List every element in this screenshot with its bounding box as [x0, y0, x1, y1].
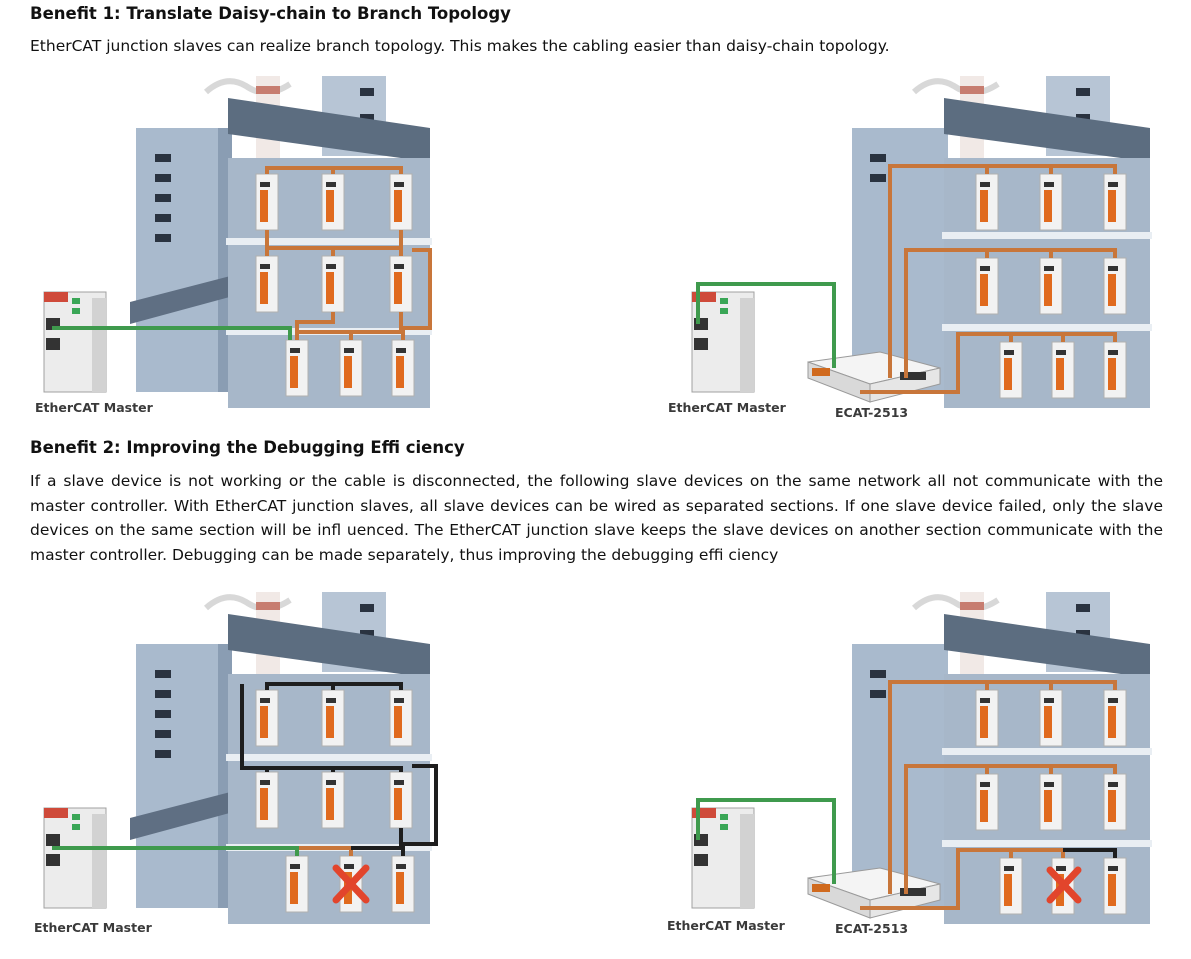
cable-black-left-2 — [240, 682, 438, 856]
cable-green-right — [696, 282, 836, 368]
diagram-2-svg — [43, 592, 1152, 924]
ecat-2513-label-1: ECAT-2513 — [835, 405, 909, 420]
cable-orange-left — [265, 166, 432, 340]
ethercat-master-label-left-2: EtherCAT Master — [34, 920, 152, 935]
ethercat-master-device-left-2 — [43, 807, 107, 909]
slave-device-group-left — [255, 173, 415, 397]
slave-device-group-left-2 — [255, 689, 415, 913]
benefit-1-title: Benefit 1: Translate Daisy-chain to Bran… — [30, 4, 511, 23]
cable-orange-right-2 — [860, 680, 1117, 910]
failure-x-icon-right — [1046, 866, 1082, 904]
benefit-2-description: If a slave device is not working or the … — [30, 472, 1163, 564]
ethercat-master-device-right — [691, 291, 755, 393]
building-left — [130, 76, 432, 408]
ecat-2513-label-2: ECAT-2513 — [835, 921, 909, 936]
diagram-daisy-chain-vs-branch: EtherCAT Master EtherCAT Master ECAT-251… — [0, 62, 1191, 422]
failure-x-icon-left — [332, 864, 370, 904]
ethercat-master-label-right-2: EtherCAT Master — [667, 918, 785, 933]
slave-device-group-right — [975, 173, 1127, 399]
diagram-1-svg — [43, 76, 1152, 408]
ethercat-master-device-left — [43, 291, 107, 393]
cable-green-right-2 — [696, 798, 836, 884]
cable-green-left-2 — [52, 846, 299, 856]
cable-green-left — [52, 326, 292, 340]
diagram-debugging-efficiency: EtherCAT Master EtherCAT Master ECAT-251… — [0, 578, 1191, 938]
cable-black-right-2 — [1063, 848, 1117, 858]
ethercat-master-label-right: EtherCAT Master — [668, 400, 786, 415]
ethercat-master-label-left: EtherCAT Master — [35, 400, 153, 415]
ethercat-master-device-right-2 — [691, 807, 755, 909]
cable-orange-right — [860, 164, 1117, 394]
benefit-2-title: Benefit 2: Improving the Debugging Effi … — [30, 438, 465, 457]
benefit-1-description: EtherCAT junction slaves can realize bra… — [30, 37, 890, 55]
building-left-2 — [130, 592, 432, 924]
